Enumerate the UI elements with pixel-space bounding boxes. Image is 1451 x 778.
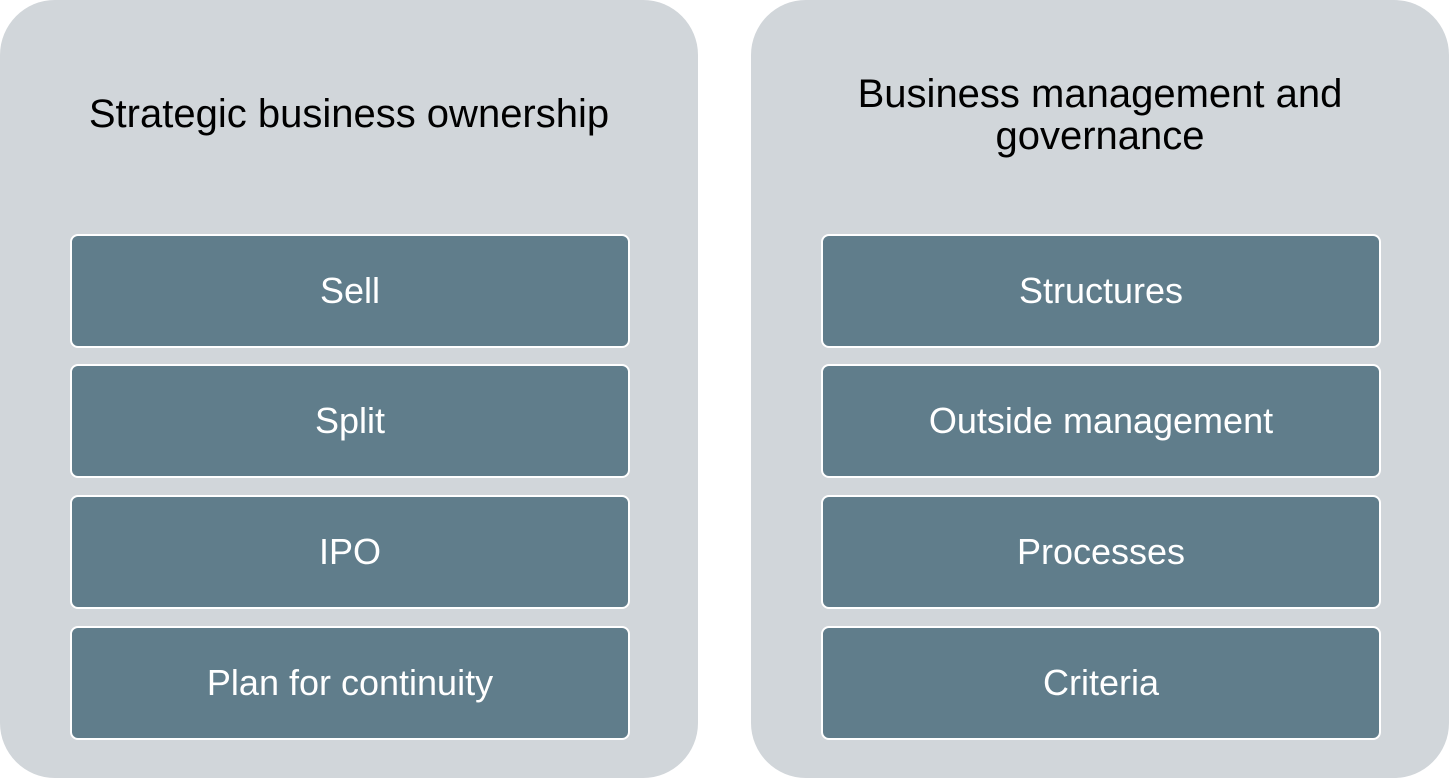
panel-business-management-and-governance: Business management and governance Struc… [751, 0, 1449, 778]
item-ipo: IPO [70, 495, 630, 609]
item-processes: Processes [821, 495, 1381, 609]
item-split: Split [70, 364, 630, 478]
item-plan-for-continuity: Plan for continuity [70, 626, 630, 740]
panel-strategic-business-ownership: Strategic business ownership Sell Split … [0, 0, 698, 778]
item-criteria: Criteria [821, 626, 1381, 740]
item-sell: Sell [70, 234, 630, 348]
panel-title: Strategic business ownership [88, 92, 610, 136]
item-outside-management: Outside management [821, 364, 1381, 478]
item-structures: Structures [821, 234, 1381, 348]
panel-title: Business management and governance [857, 72, 1343, 158]
